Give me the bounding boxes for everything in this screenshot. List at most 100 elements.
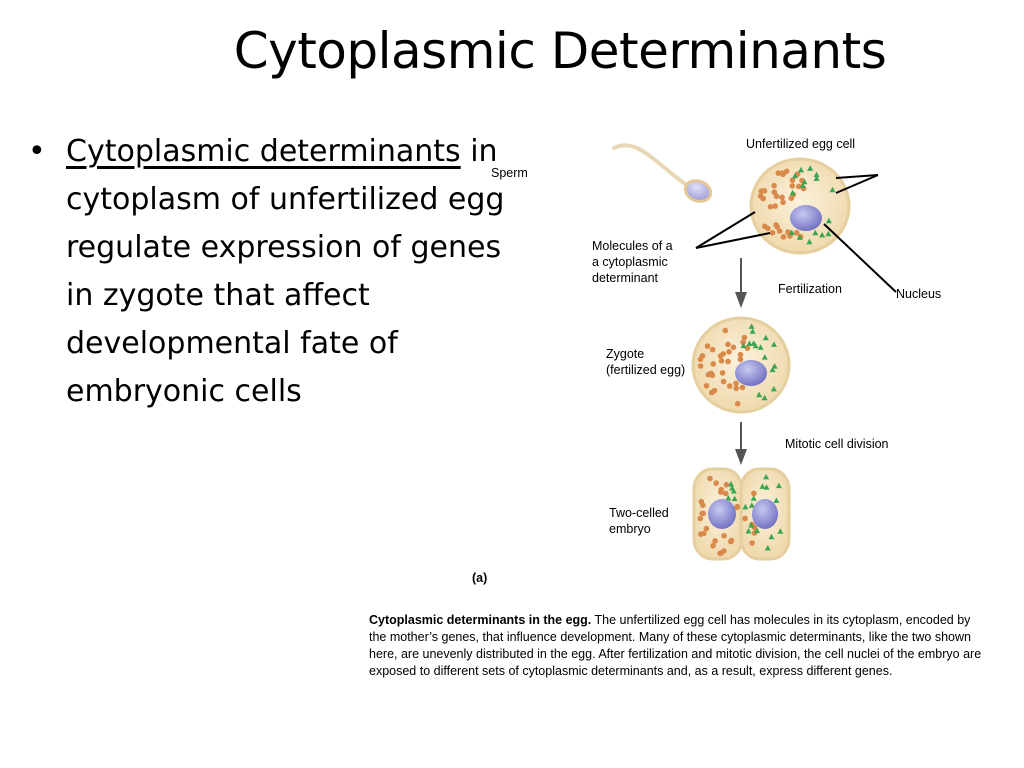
determinant-molecule-triangle <box>825 230 832 237</box>
determinant-molecule-dot <box>740 339 746 346</box>
determinant-molecule-dot <box>780 199 786 206</box>
determinant-molecule-triangle <box>768 533 775 540</box>
determinant-molecule-dot <box>698 498 705 505</box>
determinant-molecule-dot <box>761 188 768 194</box>
determinant-molecule-dot <box>719 370 726 376</box>
determinant-molecule-dot <box>701 530 707 537</box>
determinant-molecule-dot <box>783 168 790 175</box>
determinant-molecule-dot <box>751 490 757 497</box>
determinant-molecule-dot <box>723 482 730 488</box>
two-celled-embryo <box>692 467 791 561</box>
label-two-celled: Two-celled embryo <box>609 505 669 537</box>
determinant-molecule-triangle <box>812 229 819 236</box>
embryo-green-triangles <box>725 473 784 551</box>
determinant-molecule-triangle <box>771 341 777 347</box>
determinant-molecule-triangle <box>763 484 770 490</box>
bullet-text: Cytoplasmic determinants in cytoplasm of… <box>66 128 506 416</box>
label-mitotic-division: Mitotic cell division <box>785 437 889 451</box>
determinant-molecule-dot <box>744 345 751 351</box>
determinant-molecule-triangle <box>757 344 764 350</box>
determinant-molecule-triangle <box>761 394 768 401</box>
determinant-molecule-dot <box>710 542 716 549</box>
embryo-left-nucleus <box>708 499 736 529</box>
determinant-molecule-dot <box>761 223 768 230</box>
arrow-fertilization <box>735 258 747 308</box>
determinant-molecule-dot <box>713 480 719 486</box>
determinant-molecule-dot <box>708 370 714 377</box>
determinant-molecule-triangle <box>799 182 806 188</box>
determinant-molecule-dot <box>739 384 746 391</box>
determinant-molecule-dot <box>726 383 733 389</box>
label-zygote: Zygote (fertilized egg) <box>606 346 685 378</box>
determinant-molecule-dot <box>707 475 713 482</box>
determinant-molecule-triangle <box>801 178 808 185</box>
egg-nucleus <box>790 205 822 231</box>
sperm-head <box>683 179 713 203</box>
determinant-molecule-triangle <box>750 340 757 346</box>
egg-green-triangles <box>788 165 836 245</box>
label-molecules: Molecules of a a cytoplasmic determinant <box>592 238 673 286</box>
determinant-molecule-triangle <box>770 385 777 392</box>
determinant-molecule-dot <box>734 400 741 407</box>
zygote-nucleus <box>735 360 767 386</box>
determinant-molecule-triangle <box>771 363 778 369</box>
determinant-molecule-dot <box>725 358 731 365</box>
label-molecules-line3: determinant <box>592 271 659 285</box>
determinant-molecule-dot <box>703 383 710 389</box>
determinant-molecule-dot <box>728 538 734 545</box>
egg-orange-dots <box>757 168 807 240</box>
label-panel: (a) <box>472 571 488 585</box>
determinant-molecule-dot <box>709 346 716 353</box>
unfertilized-egg-cell <box>749 157 851 255</box>
determinant-molecule-dot <box>725 341 731 348</box>
determinant-molecule-dot <box>741 334 748 341</box>
determinant-molecule-triangle <box>829 186 836 193</box>
determinant-molecule-dot <box>730 344 737 351</box>
determinant-molecule-dot <box>776 228 783 234</box>
bullet-body: in cytoplasm of unfertilized egg regulat… <box>66 134 505 409</box>
determinant-molecule-dot <box>773 193 780 200</box>
figure-caption: Cytoplasmic determinants in the egg. The… <box>369 612 989 680</box>
sperm <box>612 143 713 203</box>
determinant-molecule-triangle <box>740 342 747 349</box>
determinant-molecule-triangle <box>748 522 755 528</box>
determinant-molecule-triangle <box>798 166 804 173</box>
determinant-molecule-dot <box>721 548 727 554</box>
determinant-molecule-triangle <box>796 234 803 240</box>
arrow-mitotic-division <box>735 422 747 465</box>
zygote-green-triangles <box>740 323 778 401</box>
determinant-molecule-dot <box>769 230 776 236</box>
determinant-molecule-triangle <box>728 481 734 487</box>
determinant-molecule-triangle <box>748 502 755 508</box>
determinant-molecule-triangle <box>763 473 770 480</box>
determinant-molecule-dot <box>771 182 777 189</box>
determinant-molecule-triangle <box>761 354 768 360</box>
determinant-molecule-dot <box>793 230 800 236</box>
determinant-molecule-triangle <box>806 238 813 245</box>
determinant-molecule-dot <box>699 510 705 517</box>
label-two-celled-line2: embryo <box>609 522 651 536</box>
determinant-molecule-triangle <box>813 175 820 181</box>
determinant-molecule-dot <box>767 204 774 210</box>
determinant-molecule-dot <box>711 387 718 394</box>
determinant-molecule-dot <box>704 343 711 349</box>
determinant-molecule-triangle <box>764 545 771 551</box>
determinant-molecule-dot <box>780 234 787 240</box>
determinant-molecule-triangle <box>825 217 832 224</box>
determinant-molecule-dot <box>697 515 704 522</box>
determinant-molecule-dot <box>697 363 704 369</box>
determinant-molecule-dot <box>789 177 796 183</box>
label-unfertilized-egg: Unfertilized egg cell <box>746 137 856 151</box>
determinant-molecule-triangle <box>756 391 763 398</box>
determinant-molecule-dot <box>718 358 725 364</box>
label-zygote-line1: Zygote <box>606 347 645 361</box>
slide-title: Cytoplasmic Determinants <box>233 22 887 80</box>
determinant-molecule-triangle <box>730 488 737 494</box>
determinant-molecule-dot <box>721 533 727 539</box>
determinant-molecule-triangle <box>759 483 766 489</box>
sperm-tail <box>612 143 690 188</box>
bullet-term: Cytoplasmic determinants <box>66 134 461 169</box>
determinant-molecule-triangle <box>748 323 755 329</box>
determinant-molecule-dot <box>712 538 718 544</box>
